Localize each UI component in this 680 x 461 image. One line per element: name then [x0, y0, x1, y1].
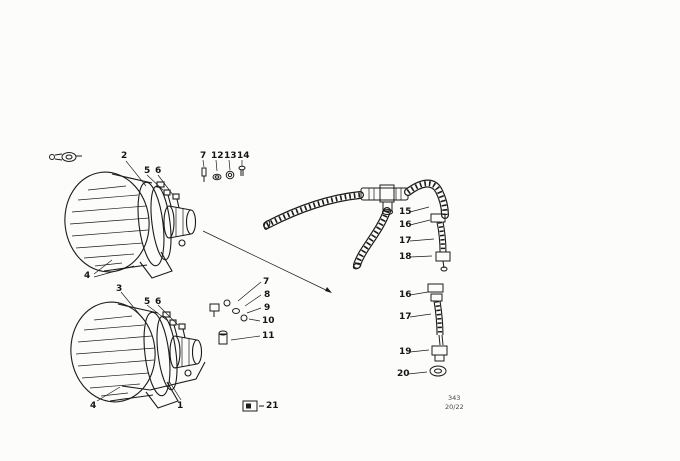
- callout-18: 18: [399, 252, 412, 262]
- callout-10: 10: [262, 316, 275, 326]
- upper-small-parts: [201, 165, 246, 182]
- fitting-column-lower: [427, 283, 448, 377]
- callout-9: 9: [264, 303, 271, 313]
- frame-marker-21: [242, 400, 264, 412]
- callout-16-lower: 16: [399, 290, 412, 300]
- callout-4-lower: 4: [90, 401, 97, 411]
- callout-3: 3: [116, 284, 123, 294]
- callout-2: 2: [121, 151, 128, 161]
- callout-7-lower: 7: [263, 277, 270, 287]
- callout-20: 20: [397, 369, 410, 379]
- callout-12: 12: [211, 151, 224, 161]
- callout-7-upper: 7: [200, 151, 207, 161]
- callout-6-upper: 6: [155, 166, 162, 176]
- leader-lines: [93, 159, 435, 402]
- callout-21: 21: [266, 401, 279, 411]
- callout-4-upper: 4: [84, 271, 91, 281]
- callout-19: 19: [399, 347, 412, 357]
- callout-8: 8: [264, 290, 271, 300]
- lower-small-parts: [209, 299, 248, 345]
- vacuum-hose-right: [404, 179, 449, 219]
- pointer-line: [202, 230, 332, 293]
- vacuum-hose-upper: [263, 191, 364, 230]
- lower-booster-assembly: [64, 296, 206, 409]
- callout-15: 15: [399, 207, 412, 217]
- fitting-column-upper: [430, 213, 451, 272]
- callout-16-upper: 16: [399, 220, 412, 230]
- callout-11: 11: [262, 331, 275, 341]
- callout-5-lower: 5: [144, 297, 151, 307]
- callout-14: 14: [237, 151, 250, 161]
- sheet-number: 343: [448, 394, 461, 402]
- callout-17-upper: 17: [399, 236, 412, 246]
- vacuum-hose-lower: [352, 207, 391, 270]
- callout-17-lower: 17: [399, 312, 412, 322]
- callout-13: 13: [224, 151, 237, 161]
- callout-6-lower: 6: [155, 297, 162, 307]
- callout-1: 1: [177, 401, 184, 411]
- callout-5-upper: 5: [144, 166, 151, 176]
- page-number: 20/22: [445, 403, 464, 411]
- upper-booster-assembly: [58, 166, 197, 279]
- brand-logo-icon: [49, 152, 82, 162]
